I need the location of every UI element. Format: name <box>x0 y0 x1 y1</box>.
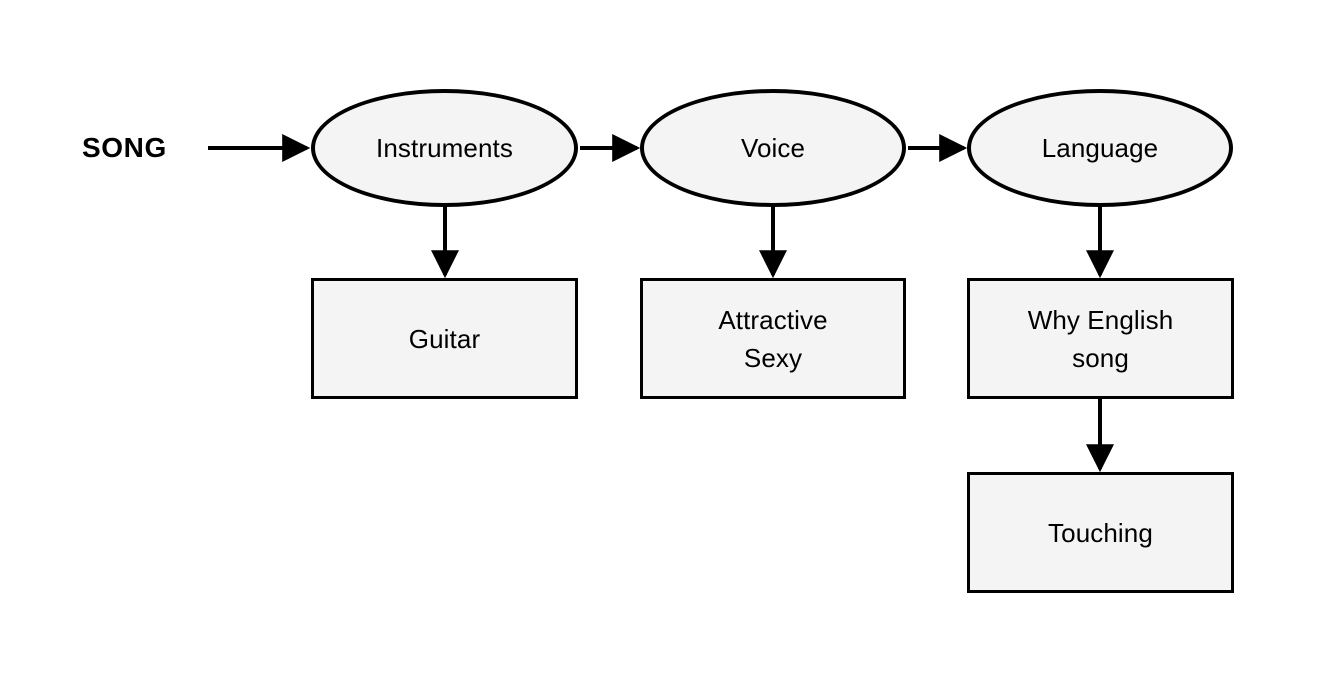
node-instruments[interactable]: Instruments <box>311 89 578 207</box>
node-voice[interactable]: Voice <box>640 89 906 207</box>
node-voice-label: Voice <box>740 133 806 163</box>
node-guitar-label: Guitar <box>408 323 481 354</box>
source-label-song: SONG <box>82 132 167 163</box>
node-attractive-sexy-label: Attractive Sexy <box>718 304 828 373</box>
node-touching[interactable]: Touching <box>967 472 1234 593</box>
node-language[interactable]: Language <box>967 89 1233 207</box>
node-touching-label: Touching <box>1048 517 1153 548</box>
node-why-english-song-label: Why English song <box>1027 304 1174 373</box>
node-attractive-sexy[interactable]: Attractive Sexy <box>640 278 906 399</box>
node-language-label: Language <box>1041 133 1159 163</box>
node-guitar[interactable]: Guitar <box>311 278 578 399</box>
node-instruments-label: Instruments <box>376 133 513 163</box>
node-why-english-song[interactable]: Why English song <box>967 278 1234 399</box>
